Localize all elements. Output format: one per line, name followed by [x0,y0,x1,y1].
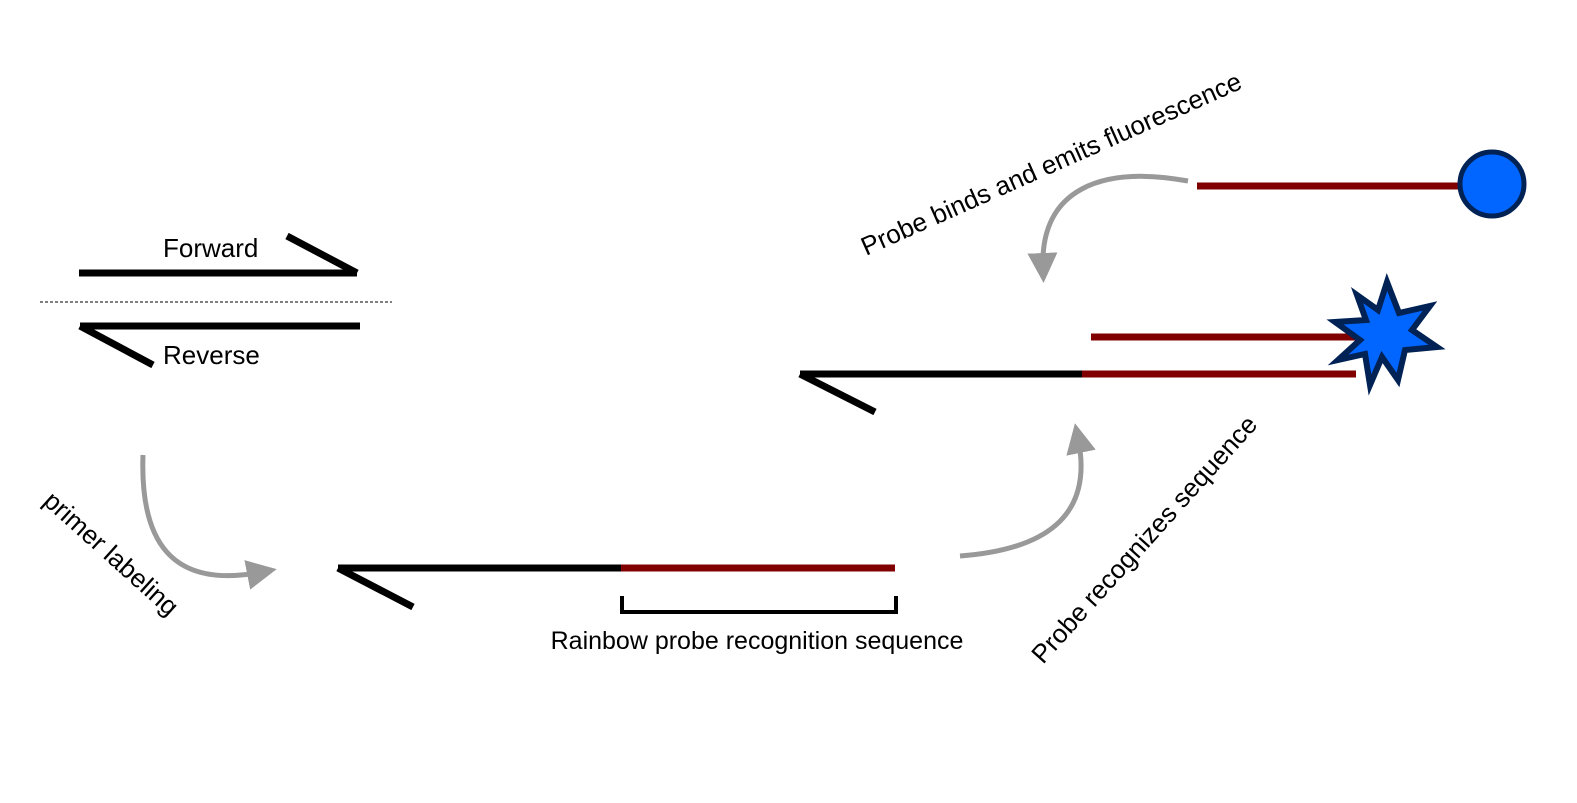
recognition-bracket [620,596,898,614]
primer-labeling-label: primer labeling [38,485,185,621]
probe-recognizes-label: Probe recognizes sequence [1025,409,1263,669]
labeled-primer [336,564,895,611]
probe-binds-arrow-icon [1027,173,1189,283]
primer-labeling-arrow-icon [140,454,277,590]
reverse-label: Reverse [163,340,260,370]
recognition-sequence-label: Rainbow probe recognition sequence [551,627,964,655]
forward-label: Forward [163,233,258,263]
probe-binds-label: Probe binds and emits fluorescence [856,66,1246,262]
fluorescence-burst-icon [1326,273,1446,396]
forward-primer [79,232,359,277]
probe-recognizes-arrow-icon [959,423,1096,559]
bound-primer [798,370,1356,416]
reverse-primer [78,322,360,369]
fluorophore-icon [1457,149,1527,219]
